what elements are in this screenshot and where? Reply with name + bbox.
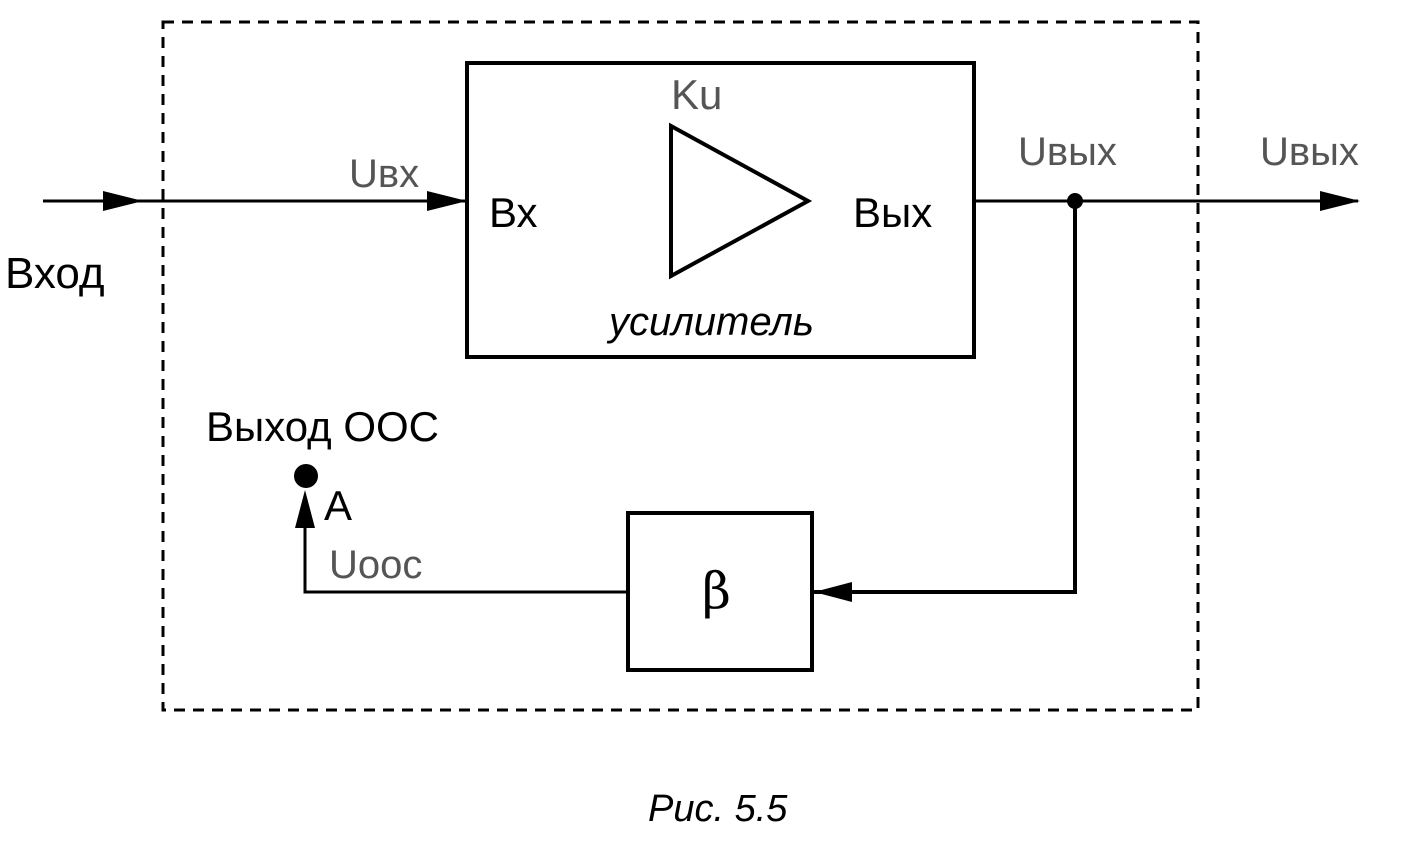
amp-name-label: усилитель bbox=[606, 300, 814, 344]
beta-label: β bbox=[702, 562, 731, 620]
u-in-label: Uвх bbox=[349, 152, 419, 196]
system-boundary bbox=[161, 20, 1200, 712]
figure-caption: Рис. 5.5 bbox=[648, 788, 788, 830]
u-out-node-label: Uвых bbox=[1018, 130, 1117, 174]
beta-input-arrow-icon bbox=[814, 582, 852, 602]
point-a-dot bbox=[294, 464, 318, 488]
point-a-label: A bbox=[324, 482, 352, 529]
amp-input-label: Вх bbox=[489, 189, 538, 236]
amplifier-triangle-icon bbox=[669, 122, 813, 280]
feedback-wire-to-beta bbox=[812, 201, 1077, 594]
feedback-wire-to-output bbox=[303, 505, 628, 594]
amplifier-block bbox=[465, 61, 976, 359]
feedback-output-arrow-icon bbox=[295, 490, 315, 528]
output-arrow-icon bbox=[1320, 191, 1360, 211]
u-fb-label: Uоос bbox=[329, 543, 422, 587]
input-label: Вход bbox=[5, 249, 105, 298]
amp-input-arrow-icon bbox=[427, 191, 467, 211]
u-out-label: Uвых bbox=[1260, 130, 1359, 174]
amp-output-label: Вых bbox=[853, 189, 932, 236]
amp-gain-label: Ku bbox=[671, 71, 722, 118]
feedback-output-label: Выход ООС bbox=[206, 403, 439, 450]
input-arrow-icon bbox=[103, 191, 143, 211]
